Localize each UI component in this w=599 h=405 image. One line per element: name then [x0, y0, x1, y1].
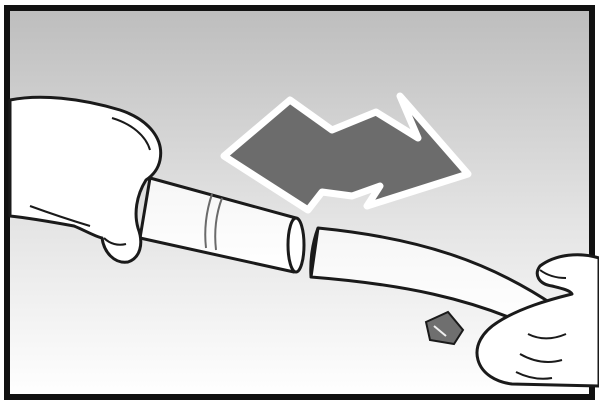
left-hand-icon	[8, 95, 163, 264]
release-clip-icon	[424, 310, 465, 346]
right-hand-icon	[475, 253, 599, 388]
arrow-right-icon	[220, 92, 472, 214]
tube-left-icon	[138, 176, 306, 274]
